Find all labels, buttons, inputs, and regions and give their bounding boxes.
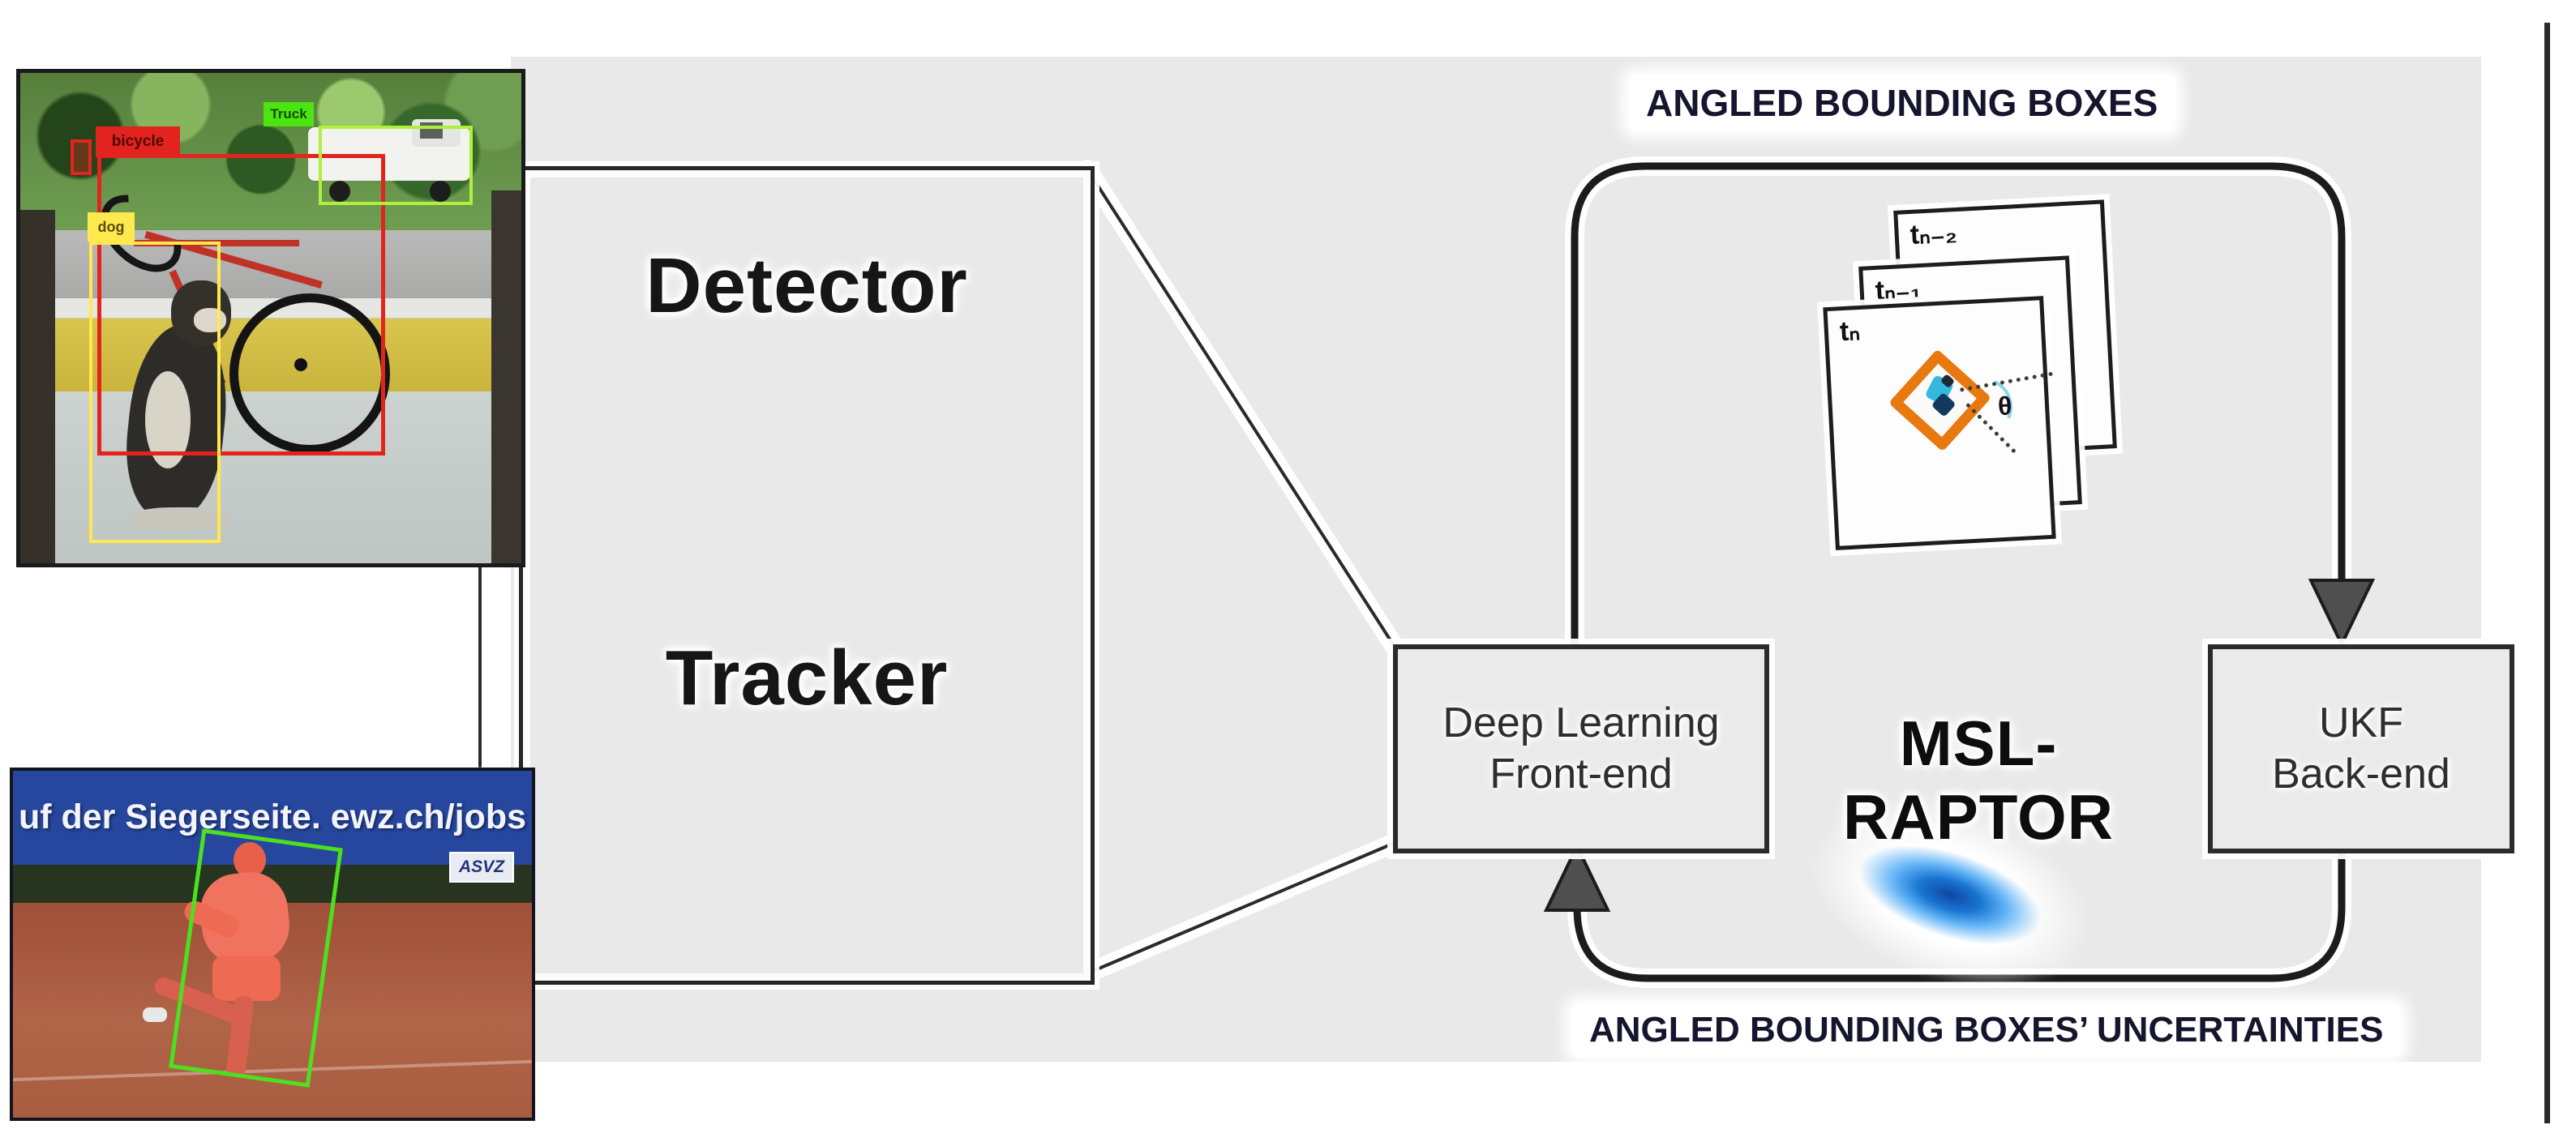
top-flow-label: ANGLED BOUNDING BOXES — [1628, 75, 2176, 131]
frontend-label-line1: Deep Learning — [1442, 699, 1720, 746]
asvz-badge: ASVZ — [449, 852, 514, 883]
detector-label: Detector — [645, 242, 968, 329]
bicycle-detection-label: bicycle — [96, 126, 180, 157]
backend-label-line1: UKF — [2319, 699, 2403, 746]
bottom-flow-label: ANGLED BOUNDING BOXES’ UNCERTAINTIES — [1571, 1003, 2402, 1057]
banner-text: uf der Siegerseite. ewz.ch/jobs — [18, 798, 527, 837]
dog-snout — [194, 308, 226, 332]
frame-card-tn: tₙ θ — [1823, 296, 2056, 550]
frame-label-tn: tₙ — [1838, 315, 1861, 348]
system-name-title: MSL-RAPTOR — [1843, 708, 2114, 853]
deep-learning-frontend-box: Deep Learning Front-end — [1393, 644, 1769, 853]
partial-detection-box — [71, 139, 92, 175]
truck-image — [308, 118, 474, 205]
ukf-backend-box: UKF Back-end — [2208, 644, 2514, 853]
tracker-label: Tracker — [665, 635, 949, 721]
frame-label-tn2: tₙ₋₂ — [1909, 216, 1958, 250]
player-shorts — [212, 956, 281, 1001]
dog-paws — [132, 507, 229, 530]
dog-bounding-box — [89, 242, 221, 543]
backend-label-line2: Back-end — [2272, 751, 2450, 798]
porch-pillar-left — [20, 210, 56, 563]
porch-pillar-right — [491, 190, 521, 563]
detection-example-photo: bicycle dog Truck — [16, 69, 525, 567]
dog-detection-label: dog — [88, 212, 135, 242]
truck-wheel — [329, 181, 350, 202]
bicycle-wheel — [229, 293, 390, 454]
theta-label: θ — [1997, 391, 2013, 421]
player-shoe — [143, 1007, 167, 1022]
truck-detection-label: Truck — [264, 102, 314, 126]
detector-tracker-box: Detector Tracker — [519, 166, 1095, 985]
bicycle-bounding-box — [97, 154, 385, 455]
tennis-example-photo: uf der Siegerseite. ewz.ch/jobs ASVZ — [10, 768, 535, 1121]
right-border-line — [2544, 23, 2550, 1123]
frontend-label-line2: Front-end — [1489, 751, 1673, 798]
bicycle-hub — [294, 358, 307, 371]
sponsor-banner: uf der Siegerseite. ewz.ch/jobs — [13, 771, 532, 865]
truck-bounding-box — [319, 126, 473, 205]
truck-wheel — [430, 181, 451, 202]
